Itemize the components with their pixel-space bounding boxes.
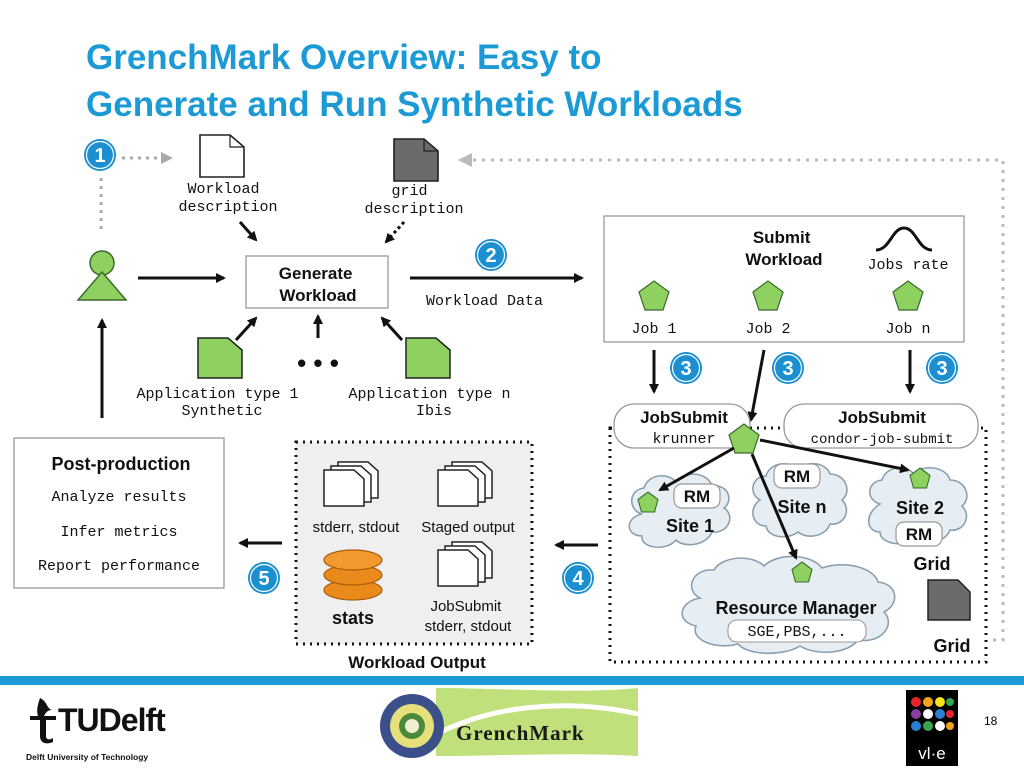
jobsubmit-output-files-icon bbox=[437, 541, 493, 587]
vle-logo: vl·e bbox=[906, 690, 958, 766]
jobsubmit-right-cmd: condor-job-submit bbox=[811, 432, 954, 448]
step-3b-badge: 3 bbox=[771, 351, 805, 385]
submit-workload-panel bbox=[603, 215, 965, 343]
page-number: 18 bbox=[984, 714, 998, 728]
jobsubmit-right-pill bbox=[783, 403, 979, 449]
svg-text:4: 4 bbox=[572, 568, 584, 590]
slide-title: GrenchMark Overview: Easy to Generate an… bbox=[86, 34, 986, 128]
svg-text:3: 3 bbox=[680, 358, 691, 380]
application-type-1-icon bbox=[197, 337, 243, 379]
step-5-badge: 5 bbox=[247, 561, 281, 595]
job-n-label: Job n bbox=[885, 321, 930, 338]
rm-tag-siten bbox=[773, 463, 821, 489]
jobsubmit-left-cmd: krunner bbox=[652, 431, 715, 448]
jobsubmit-left-title: JobSubmit bbox=[640, 408, 728, 427]
site-1-label: Site 1 bbox=[666, 516, 714, 536]
jobsubmit-output-label: JobSubmit stderr, stdout bbox=[425, 598, 513, 635]
stderr-stdout-files-icon bbox=[323, 461, 379, 507]
vle-grid-icon bbox=[911, 697, 954, 731]
post-production-box bbox=[13, 437, 225, 589]
staged-output-files-icon bbox=[437, 461, 493, 507]
step-2-badge: 2 bbox=[474, 238, 508, 272]
tudelft-wordmark: TUDelft bbox=[58, 702, 166, 738]
grenchmark-diagram: 1 Workload description grid description … bbox=[13, 134, 1005, 672]
arrow-appn-to-generate bbox=[380, 316, 404, 342]
grid-area-dotted-border bbox=[608, 426, 988, 664]
step-3c-badge: 3 bbox=[925, 351, 959, 385]
site-n-label: Site n bbox=[777, 497, 826, 517]
rm-tag-site1 bbox=[673, 483, 721, 509]
job-1-label: Job 1 bbox=[631, 321, 676, 338]
workload-data-label: Workload Data bbox=[426, 293, 543, 310]
post-production-item-infer: Infer metrics bbox=[60, 524, 177, 541]
submit-workload-title: Submit Workload bbox=[745, 228, 822, 269]
workload-output-caption: Workload Output bbox=[348, 653, 486, 672]
ellipsis-dots: • • • bbox=[297, 348, 339, 378]
tudelft-logo: TUDelft Delft University of Technology bbox=[26, 690, 226, 765]
rm-tag-site1-label: RM bbox=[684, 487, 710, 506]
staged-output-label: Staged output bbox=[421, 519, 515, 536]
arrow-grid-desc-to-generate bbox=[384, 220, 406, 244]
vle-wordmark: vl·e bbox=[918, 744, 946, 763]
generate-workload-label: Generate Workload bbox=[279, 264, 357, 305]
svg-text:5: 5 bbox=[258, 568, 269, 590]
tudelft-subtitle: Delft University of Technology bbox=[26, 752, 149, 762]
grid-doc-icon bbox=[927, 579, 971, 621]
workload-description-label: Workload description bbox=[178, 181, 277, 216]
application-type-n-icon bbox=[405, 337, 451, 379]
grenchmark-wordmark: GrenchMark bbox=[456, 721, 585, 745]
footer-accent-bar bbox=[0, 676, 1024, 685]
user-icon bbox=[76, 250, 128, 301]
arrow-job2-to-jobsubmit bbox=[747, 349, 766, 422]
rm-tag-site2-label: RM bbox=[906, 525, 932, 544]
arrow-app1-to-generate bbox=[234, 316, 258, 342]
workload-description-doc-icon bbox=[199, 134, 245, 178]
arrow-workload-desc-to-generate bbox=[238, 221, 258, 242]
application-type-1-label: Application type 1 Synthetic bbox=[136, 386, 307, 420]
rm-tag-siten-label: RM bbox=[784, 467, 810, 486]
jobs-rate-label: Jobs rate bbox=[867, 257, 948, 274]
grid-label-bottom: Grid bbox=[933, 636, 970, 656]
svg-text:2: 2 bbox=[485, 245, 496, 267]
step-3a-badge: 3 bbox=[669, 351, 703, 385]
stats-database-icon bbox=[323, 549, 383, 601]
jobsubmit-left-pill bbox=[613, 403, 751, 449]
slide-title-line1: GrenchMark Overview: Easy to bbox=[86, 38, 602, 77]
grid-description-doc-icon bbox=[393, 138, 439, 182]
grid-description-label: grid description bbox=[364, 183, 463, 218]
post-production-item-analyze: Analyze results bbox=[51, 489, 186, 506]
resource-manager-sub-pill bbox=[727, 619, 867, 643]
grenchmark-logo: GrenchMark bbox=[376, 686, 639, 766]
rm-tag-site2 bbox=[895, 521, 943, 547]
step-1-badge: 1 bbox=[83, 138, 117, 172]
step-4-badge: 4 bbox=[561, 561, 595, 595]
site-2-cloud bbox=[867, 467, 968, 545]
grenchmark-sun-icon bbox=[380, 694, 444, 758]
arrow-dispatch-to-rm bbox=[750, 453, 798, 560]
site-2-label: Site 2 bbox=[896, 498, 944, 518]
post-production-title: Post-production bbox=[52, 454, 191, 474]
stderr-stdout-label: stderr, stdout bbox=[313, 519, 401, 536]
feedback-arrowhead bbox=[458, 153, 472, 167]
arrow-dispatch-to-site1 bbox=[658, 446, 735, 492]
resource-manager-sub: SGE,PBS,... bbox=[747, 624, 846, 641]
slide-title-line2: Generate and Run Synthetic Workloads bbox=[86, 85, 743, 124]
jobsubmit-right-title: JobSubmit bbox=[838, 408, 926, 427]
stats-label: stats bbox=[332, 608, 374, 628]
application-type-n-label: Application type n Ibis bbox=[348, 386, 519, 420]
svg-text:1: 1 bbox=[94, 145, 105, 167]
resource-manager-title: Resource Manager bbox=[715, 598, 876, 618]
arrow-dispatch-to-site2 bbox=[759, 438, 910, 474]
post-production-item-report: Report performance bbox=[38, 558, 200, 575]
svg-text:3: 3 bbox=[782, 358, 793, 380]
jobs-rate-curve-icon bbox=[875, 226, 933, 252]
tudelft-flame-icon bbox=[30, 698, 56, 744]
generate-workload-box bbox=[245, 255, 389, 309]
grid-label-top: Grid bbox=[913, 554, 950, 574]
svg-text:3: 3 bbox=[936, 358, 947, 380]
job-2-label: Job 2 bbox=[745, 321, 790, 338]
